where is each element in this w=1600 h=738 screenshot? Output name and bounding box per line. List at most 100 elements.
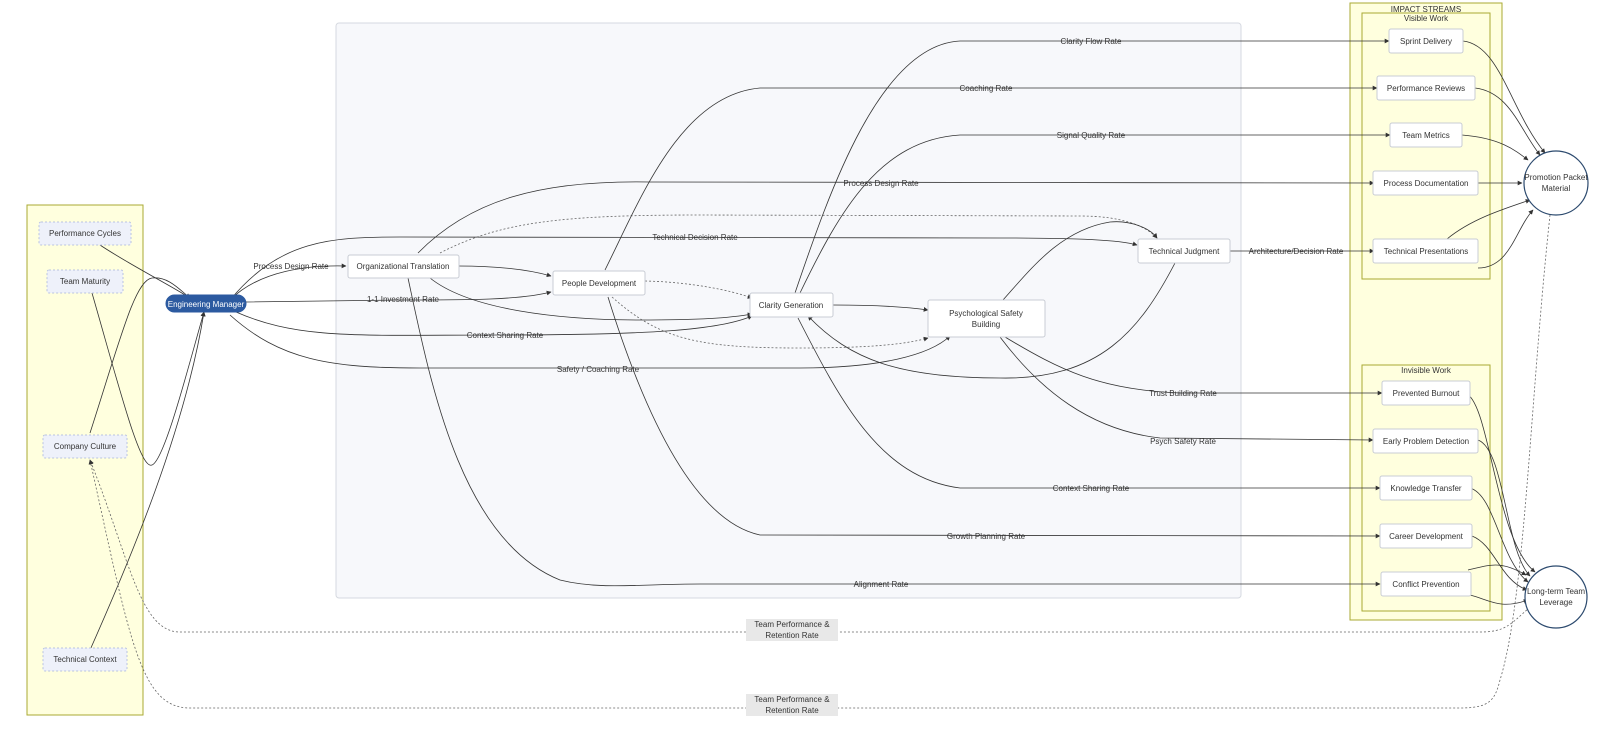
edge-clarity-knowledge [797,317,1381,491]
edge-techpresentations-promotion-b [1477,209,1534,269]
node-organizational-translation-label: Organizational Translation [357,262,450,271]
impact-streams-title: IMPACT STREAMS [1391,5,1461,14]
edge-team-maturity-hub [91,292,206,466]
context-nodes: Performance Cycles Team Maturity Company… [38,221,132,672]
node-sprint-delivery-label: Sprint Delivery [1400,37,1452,46]
node-psychological-safety-label-1: Psychological Safety [949,309,1023,318]
edge-techjudgment-clarity [807,262,1176,379]
node-prevented-burnout[interactable] [1381,380,1471,406]
node-team-maturity-label: Team Maturity [60,277,110,286]
invisible-work-nodes: Prevented Burnout Early Problem Detectio… [1372,380,1479,597]
edge-hub-clarity [235,311,753,336]
node-technical-presentations[interactable] [1372,238,1479,264]
node-team-maturity[interactable] [46,269,124,294]
edge-clarity-sprint [794,38,1390,294]
feedback-edges [88,214,1551,709]
label-trust-building-rate: Trust Building Rate [1149,389,1217,398]
label-process-design-rate-left: Process Design Rate [253,262,329,271]
node-engineering-manager-label: Engineering Manager [168,300,245,309]
edge-knowledge-leverage [1469,487,1529,583]
node-people-development-label: People Development [562,279,637,288]
edge-peopledev-career [607,296,1381,539]
node-team-metrics-label: Team Metrics [1402,131,1450,140]
edge-sprint-promotion [1462,40,1546,154]
edge-hub-orgtrans [229,263,347,301]
edge-technical-context-hub [89,311,206,651]
node-performance-cycles[interactable] [38,221,132,246]
edge-techpresentations-promotion-a [1446,199,1531,240]
process-edges [407,38,1391,587]
hub-edges [229,236,1138,369]
node-technical-context[interactable] [42,647,128,672]
edge-leverage-culture-feedback-2 [88,214,1551,709]
node-promotion-packet-label-1: Promotion Packet [1524,173,1588,182]
node-organizational-translation[interactable] [347,254,460,279]
node-team-metrics[interactable] [1389,122,1463,148]
node-knowledge-transfer[interactable] [1379,475,1473,501]
edge-orgtrans-peopledev [457,265,552,278]
feedback-label-1-line1: Team Performance & [754,620,830,629]
edge-career-leverage [1471,535,1528,591]
edge-conflict-leverage-b [1469,594,1529,605]
node-technical-judgment[interactable] [1137,238,1231,264]
edge-hub-peopledev [245,290,552,303]
node-company-culture-label: Company Culture [54,442,117,451]
node-conflict-prevention[interactable] [1380,571,1472,597]
node-sprint-delivery[interactable] [1388,28,1464,54]
feedback-label-1-bg [746,619,838,641]
node-prevented-burnout-label: Prevented Burnout [1393,389,1460,398]
edge-peopledev-perfreviews [604,85,1378,271]
feedback-label-1-line2: Retention Rate [765,631,819,640]
edge-hub-psychsafety [229,314,951,369]
node-promotion-packet-label-2: Material [1542,184,1571,193]
label-psych-safety-rate: Psych Safety Rate [1150,437,1216,446]
invisible-work-title: Invisible Work [1401,366,1452,375]
context-edges [89,244,206,651]
label-signal-quality-rate: Signal Quality Rate [1057,131,1126,140]
impact-streams-panel [1349,2,1503,621]
label-process-design-rate-top: Process Design Rate [843,179,919,188]
node-early-problem-detection-label: Early Problem Detection [1383,437,1469,446]
label-context-sharing-rate-right: Context Sharing Rate [1053,484,1130,493]
node-technical-judgment-label: Technical Judgment [1149,247,1220,256]
node-people-development[interactable] [552,270,646,296]
label-context-sharing-rate-left: Context Sharing Rate [467,331,544,340]
node-clarity-generation[interactable] [749,292,834,318]
edge-psychsafety-techjudgment [1002,221,1158,301]
edge-orgtrans-clarity [429,277,753,321]
edge-conflict-leverage-a [1467,564,1527,576]
node-conflict-prevention-label: Conflict Prevention [1392,580,1459,589]
edge-labels: Clarity Flow Rate Coaching Rate Signal Q… [253,37,1344,716]
edge-psychsafety-burnout [1004,336,1383,396]
label-coaching-rate: Coaching Rate [960,84,1013,93]
label-alignment-rate: Alignment Rate [854,580,909,589]
edge-clarity-psychsafety [832,304,929,312]
edge-psychsafety-earlydetection [999,336,1374,443]
node-process-documentation[interactable] [1372,170,1479,196]
node-knowledge-transfer-label: Knowledge Transfer [1390,484,1461,493]
hub-node[interactable]: Engineering Manager [165,294,247,313]
label-safety-coaching-rate: Safety / Coaching Rate [557,365,640,374]
edge-leverage-culture-feedback-1 [89,459,1531,633]
node-career-development[interactable] [1379,523,1473,549]
node-company-culture[interactable] [42,434,128,459]
process-nodes: Organizational Translation People Develo… [347,238,1231,338]
node-long-term-leverage-label-1: Long-term Team [1527,587,1585,596]
node-early-problem-detection[interactable] [1372,428,1479,454]
node-promotion-packet[interactable] [1523,150,1589,216]
edge-teammetrics-promotion [1461,134,1529,161]
label-growth-planning-rate: Growth Planning Rate [947,532,1026,541]
node-engineering-manager[interactable] [165,294,247,313]
edge-earlydetection-leverage [1477,439,1531,577]
node-psychological-safety[interactable] [927,299,1046,338]
label-technical-decision-rate: Technical Decision Rate [652,233,738,242]
outcome-nodes: Promotion Packet Material Long-term Team… [1523,150,1589,629]
label-clarity-flow-rate: Clarity Flow Rate [1061,37,1122,46]
node-long-term-leverage[interactable] [1524,565,1588,629]
node-psychological-safety-label-2: Building [972,320,1000,329]
node-performance-reviews[interactable] [1376,75,1476,101]
edge-orgtrans-processdoc [417,180,1375,254]
feedback-label-2-line2: Retention Rate [765,706,819,715]
edge-clarity-teammetrics [799,132,1391,294]
